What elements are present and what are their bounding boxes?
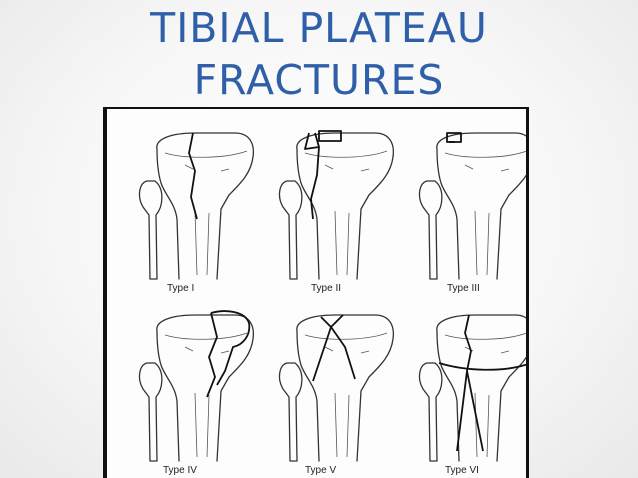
panel-label: Type II xyxy=(311,283,341,294)
panel-label: Type III xyxy=(447,283,480,294)
panel-type-1: Type I xyxy=(138,132,255,294)
panel-type-6: Type VI xyxy=(418,314,526,476)
panel-type-4: Type IV xyxy=(138,310,255,476)
panel-type-2: Type II xyxy=(278,130,395,294)
panel-label: Type V xyxy=(305,465,336,476)
schatzker-classification-figure: Type I Type II Type III Type IV xyxy=(103,107,529,478)
panel-type-3: Type III xyxy=(418,132,526,294)
title-line-1: TIBIAL PLATEAU xyxy=(150,4,488,52)
fracture-diagrams: Type I Type II Type III Type IV xyxy=(138,130,526,476)
panel-label: Type VI xyxy=(445,465,479,476)
slide-title: TIBIAL PLATEAU FRACTURES xyxy=(0,2,638,106)
panel-label: Type IV xyxy=(163,465,197,476)
title-line-2: FRACTURES xyxy=(193,56,445,104)
panel-type-5: Type V xyxy=(278,314,395,476)
panel-label: Type I xyxy=(167,283,194,294)
